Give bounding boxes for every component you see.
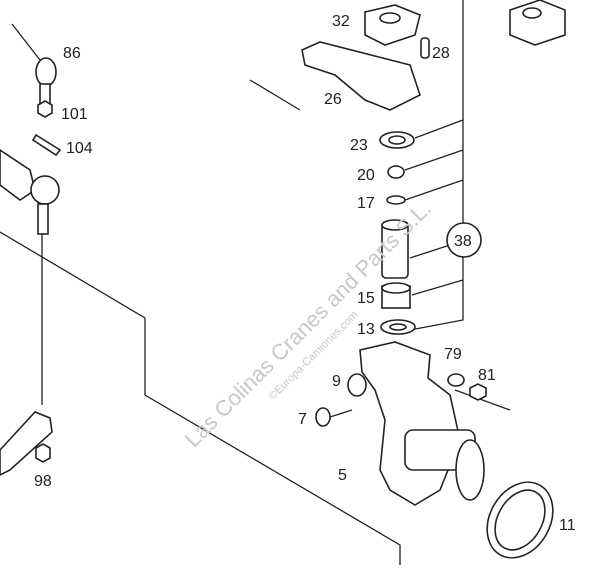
label-11: 11 (559, 517, 576, 534)
label-101: 101 (61, 106, 88, 123)
label-28: 28 (432, 45, 450, 62)
part-shapes (0, 0, 566, 559)
label-104: 104 (66, 140, 93, 157)
label-98: 98 (34, 473, 52, 490)
label-86: 86 (63, 45, 81, 62)
label-13: 13 (357, 321, 375, 338)
label-38: 38 (454, 233, 472, 250)
label-7: 7 (298, 411, 307, 428)
label-15: 15 (357, 290, 375, 307)
label-81: 81 (478, 367, 496, 384)
label-5: 5 (338, 467, 347, 484)
label-9: 9 (332, 373, 341, 390)
label-79: 79 (444, 346, 462, 363)
leader-lines (0, 0, 511, 565)
label-20: 20 (357, 167, 375, 184)
part-labels: 32 28 26 23 20 17 38 15 13 79 81 9 7 5 1… (34, 13, 576, 534)
label-32: 32 (332, 13, 350, 30)
label-17: 17 (357, 195, 375, 212)
label-23: 23 (350, 137, 368, 154)
label-26: 26 (324, 91, 342, 108)
